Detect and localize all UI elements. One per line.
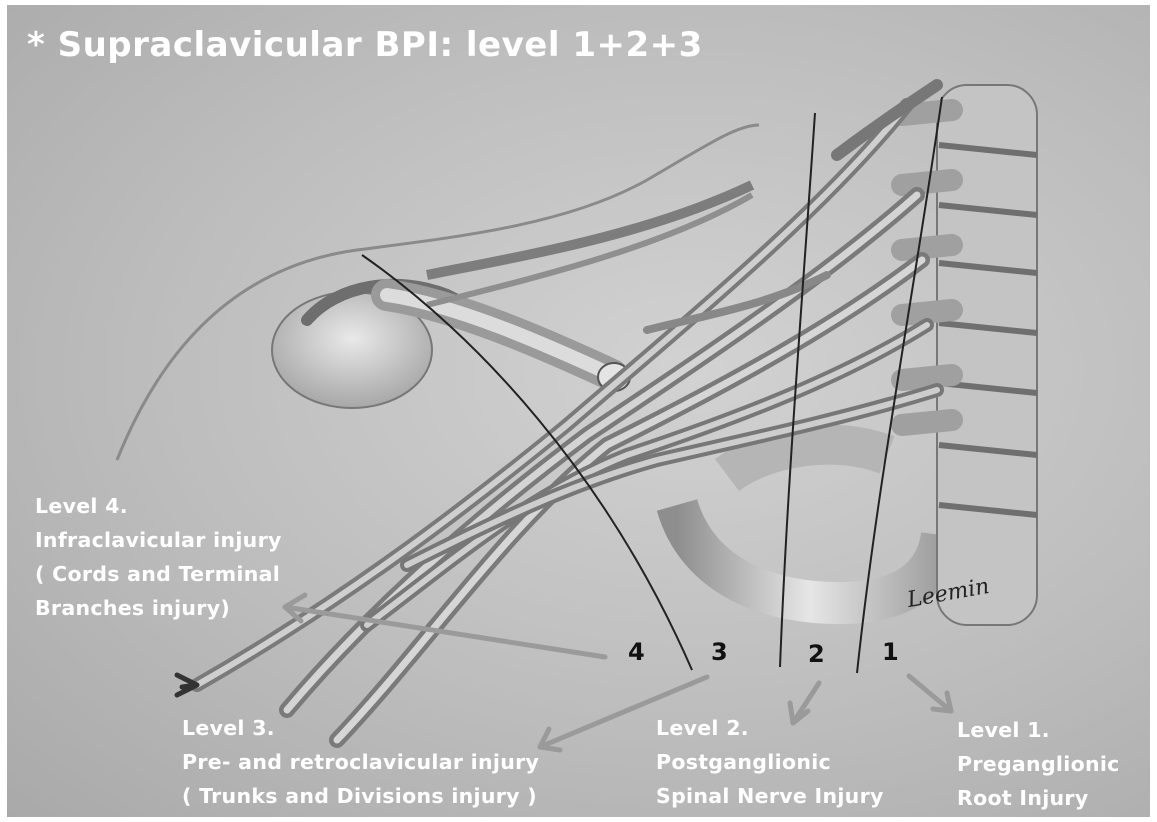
illustration-canvas: * Supraclavicular BPI: level 1+2+3 Level…: [7, 5, 1150, 817]
first-rib: [677, 505, 942, 603]
level3-label: Level 3. Pre- and retroclavicular injury…: [182, 711, 539, 813]
level1-label: Level 1. Preganglionic Root Injury: [957, 713, 1120, 815]
level-number-4: 4: [628, 638, 645, 666]
level4-line: Branches injury): [35, 591, 282, 625]
level4-line: Infraclavicular injury: [35, 523, 282, 557]
level3-line: Level 3.: [182, 711, 539, 745]
level4-line: Level 4.: [35, 489, 282, 523]
level1-line: Root Injury: [957, 781, 1120, 815]
level1-line: Level 1.: [957, 713, 1120, 747]
level1-line: Preganglionic: [957, 747, 1120, 781]
level2-label: Level 2. Postganglionic Spinal Nerve Inj…: [656, 711, 884, 813]
level2-line: Spinal Nerve Injury: [656, 779, 884, 813]
level2-line: Level 2.: [656, 711, 884, 745]
level-number-3: 3: [711, 638, 728, 666]
brachial-plexus-illustration: [7, 5, 1150, 817]
level4-line: ( Cords and Terminal: [35, 557, 282, 591]
page-title: * Supraclavicular BPI: level 1+2+3: [27, 25, 703, 65]
level-number-1: 1: [882, 638, 899, 666]
level3-line: Pre- and retroclavicular injury: [182, 745, 539, 779]
level3-line: ( Trunks and Divisions injury ): [182, 779, 539, 813]
level4-label: Level 4. Infraclavicular injury ( Cords …: [35, 489, 282, 625]
level-number-2: 2: [808, 640, 825, 668]
level2-line: Postganglionic: [656, 745, 884, 779]
